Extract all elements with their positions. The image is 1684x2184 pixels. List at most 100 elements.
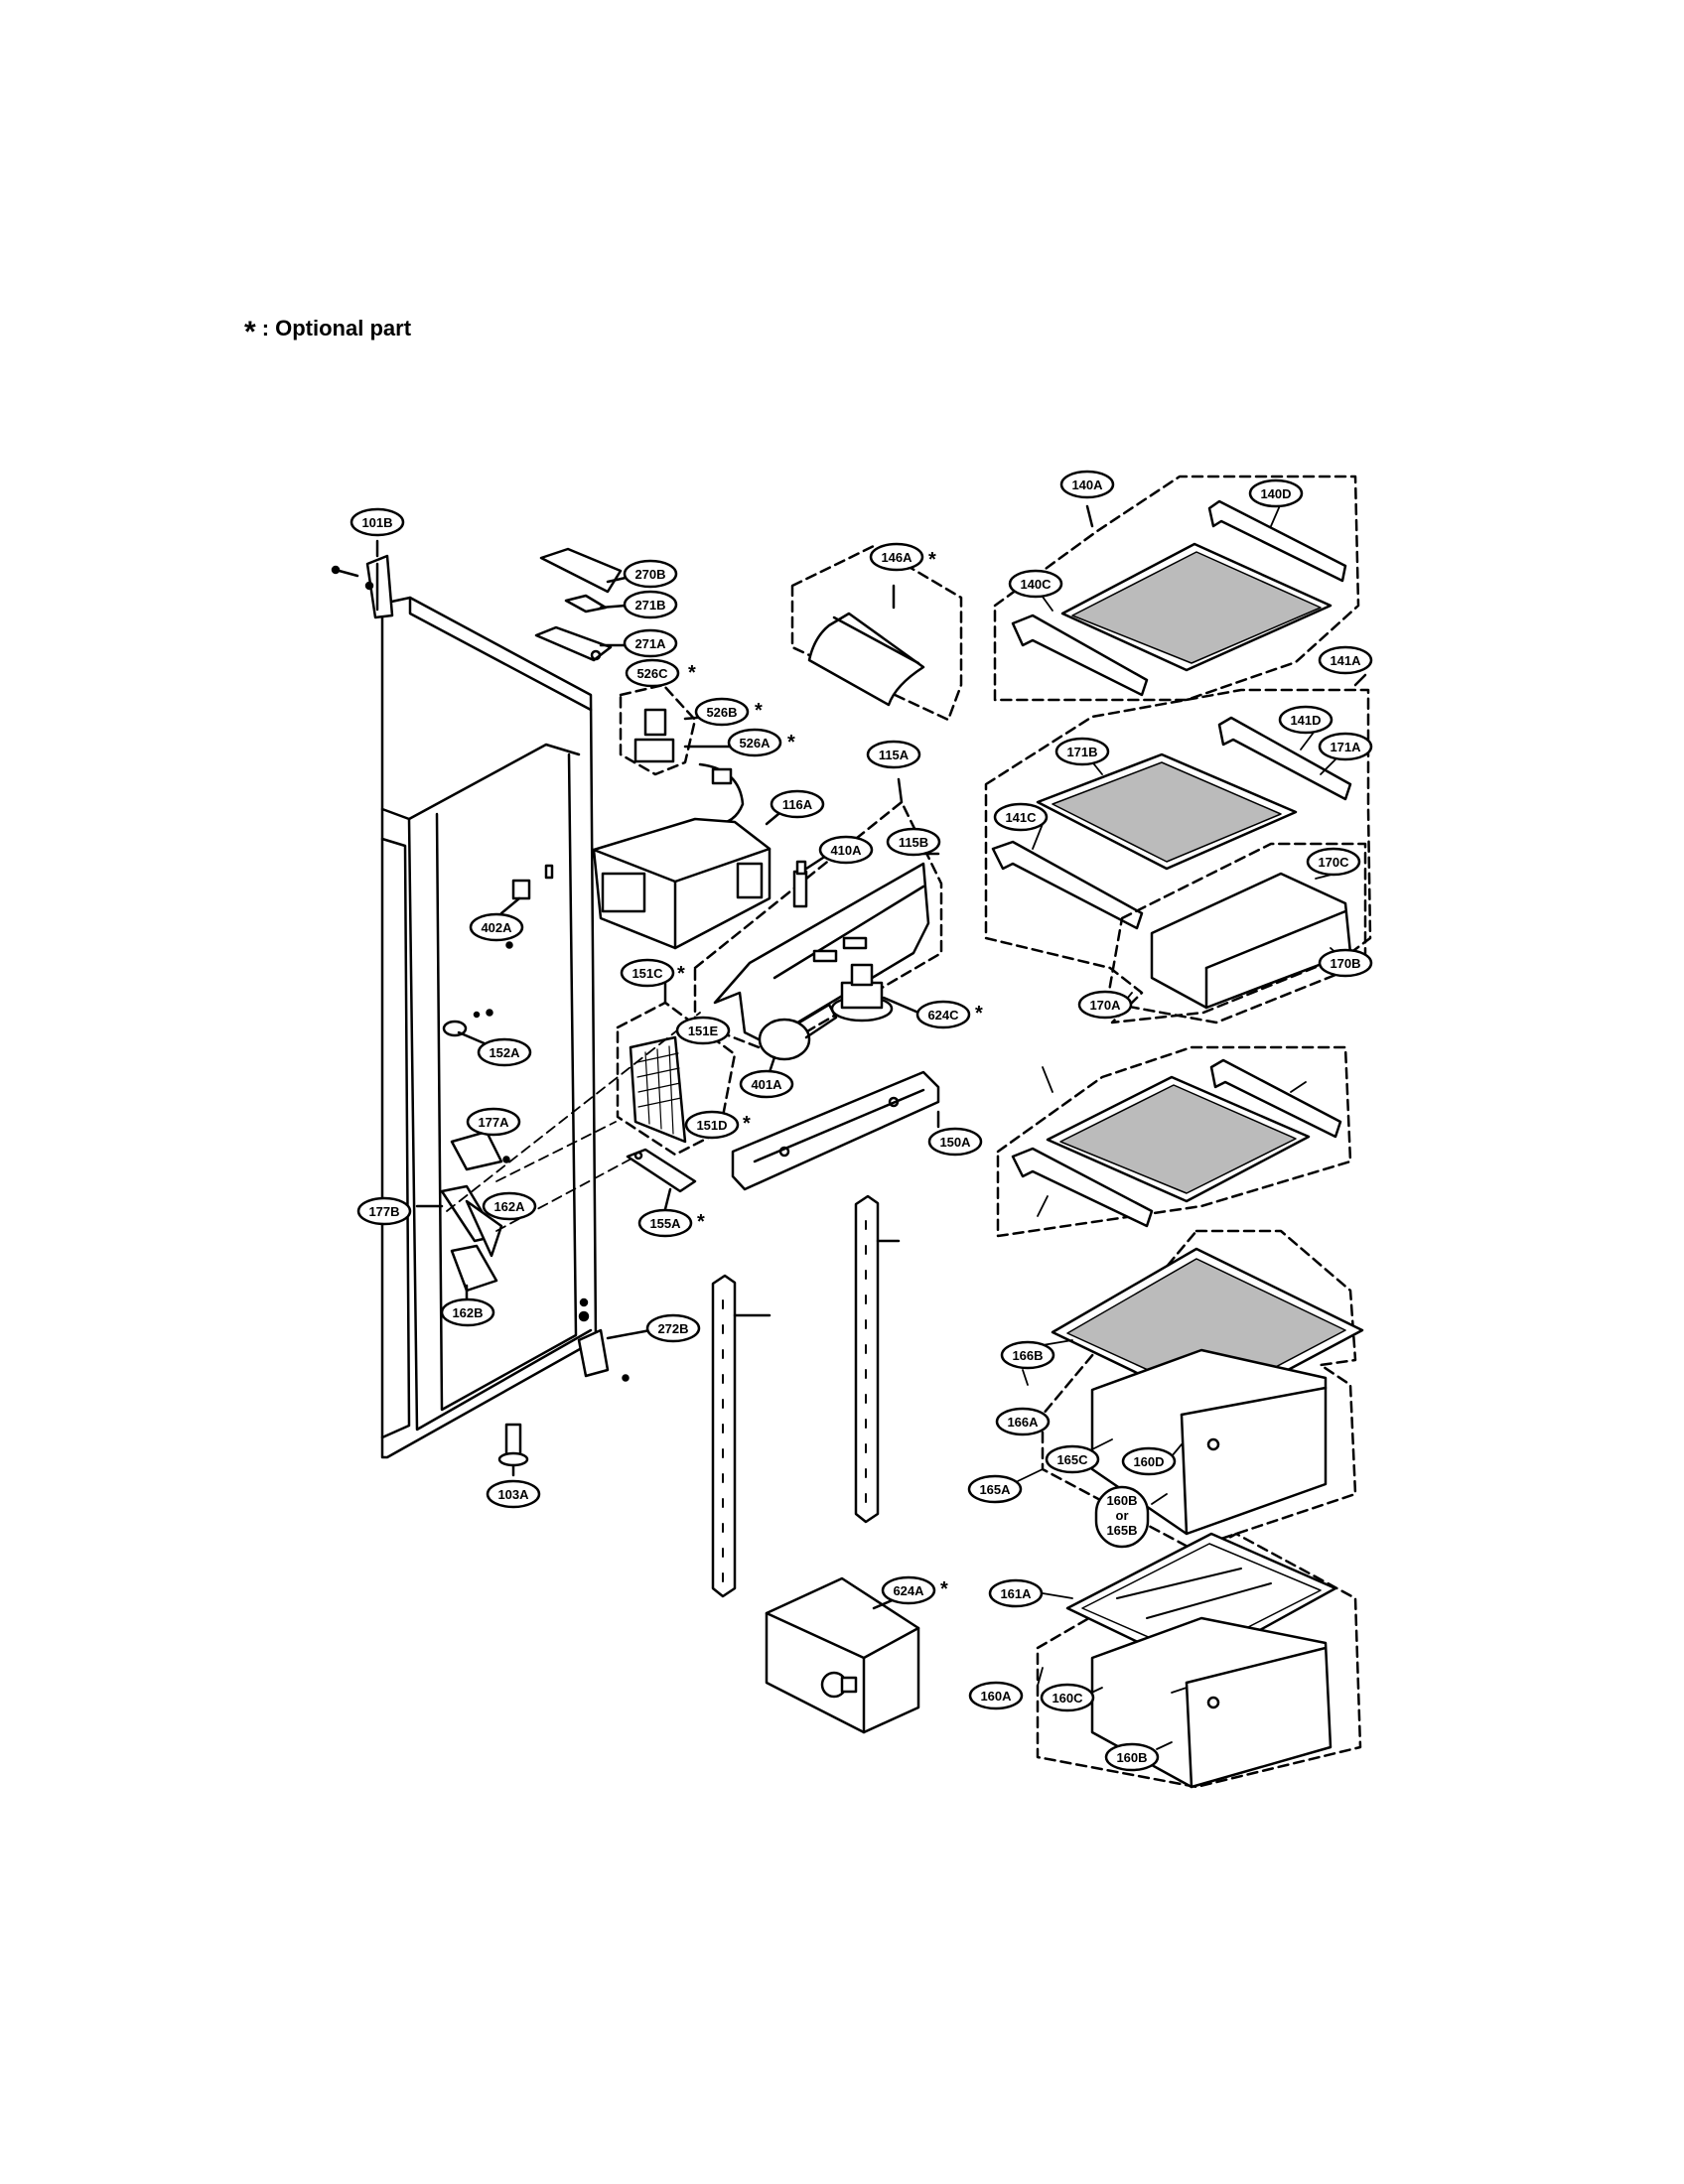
lamp-housing-116A (592, 807, 786, 950)
callout-oval (1045, 1444, 1100, 1474)
callout-oval (968, 1681, 1024, 1710)
callout-oval (1000, 1340, 1055, 1370)
callout-label: 410A (830, 843, 862, 858)
optional-star: * (787, 732, 795, 753)
callout-label: 162A (493, 1199, 525, 1214)
callout-label: 103A (497, 1487, 529, 1502)
callout-165c: 165C (1045, 1444, 1100, 1474)
callout-101b: 101B (350, 507, 405, 537)
optional-star: * (743, 1113, 751, 1135)
callout-label: 155A (649, 1216, 681, 1231)
module-624A (765, 1576, 920, 1734)
callout-label: 166B (1012, 1348, 1043, 1363)
shelf-assembly-140A-bottom (996, 1045, 1352, 1238)
callout-oval (1059, 470, 1115, 499)
callout-label: 624C (927, 1008, 959, 1023)
callout-170c: 170C (1306, 847, 1361, 877)
callout-oval (477, 1037, 532, 1067)
callout-label: 526B (706, 705, 737, 720)
callout-oval (995, 1407, 1051, 1436)
callout-141a: 141A (1318, 645, 1373, 675)
callout-label: 526C (636, 666, 668, 681)
callout-label: 152A (489, 1045, 520, 1060)
callout-label: 271B (634, 598, 665, 613)
callout-label: 151C (632, 966, 663, 981)
callout-170b: 170B (1318, 948, 1373, 978)
callout-label: 271A (634, 636, 666, 651)
lower-hinge-272B (577, 1328, 652, 1382)
callout-label: 272B (657, 1321, 688, 1336)
callout-label: 177B (368, 1204, 399, 1219)
callout-oval (1278, 705, 1333, 735)
callout-oval (1008, 569, 1063, 599)
bracket-402A (499, 864, 554, 915)
part-callouts: 101B 270B 271B 271A 526C * 526B * 526A * 146A * 140A… (350, 470, 1373, 1772)
callout-oval (915, 1000, 971, 1029)
callout-171b: 171B (1054, 737, 1110, 766)
callout-401a: 401A (739, 1069, 794, 1099)
shelf-assembly-141A (984, 673, 1372, 1024)
refrigerator-cabinet (380, 596, 598, 1459)
callout-177b: 177B (356, 1196, 412, 1226)
callout-label: 146A (881, 550, 912, 565)
rail-145A-left (711, 1274, 772, 1598)
callout-oval (645, 1313, 701, 1343)
callout-label: 401A (751, 1077, 782, 1092)
callout-170a: 170A (1077, 990, 1133, 1020)
callout-141c: 141C (993, 802, 1049, 832)
drawer-assembly-165A (1041, 1229, 1364, 1551)
callout-oval (675, 1016, 731, 1045)
callout-272b: 272B (645, 1313, 701, 1343)
bracket-177A (450, 1115, 510, 1171)
callout-label: 140C (1020, 577, 1052, 592)
optional-star: * (688, 662, 696, 684)
optional-part-legend: *: Optional part (244, 316, 411, 349)
shelf-support-162A (415, 1184, 518, 1302)
filter-assembly-151C (616, 981, 737, 1157)
callout-140d: 140D (1248, 478, 1304, 508)
callout-label: 115B (899, 835, 928, 850)
callout-oval (1318, 732, 1373, 761)
legend-text: : Optional part (261, 316, 412, 341)
callout-oval (469, 912, 524, 942)
callout-label: 177A (478, 1115, 509, 1130)
callout-label: 140D (1260, 486, 1291, 501)
optional-star: * (940, 1578, 948, 1600)
callout-oval (739, 1069, 794, 1099)
tray-146A (790, 544, 963, 722)
callout-160c: 160C (1040, 1683, 1095, 1712)
rail-145A-right (854, 1194, 901, 1524)
callout-oval (684, 1110, 740, 1140)
callout-label: 171B (1066, 745, 1097, 759)
handle-155A (626, 1148, 697, 1211)
callout-label-line: 165B (1106, 1523, 1137, 1538)
callout-label: 526A (739, 736, 771, 751)
callout-162b: 162B (440, 1297, 495, 1327)
callout-oval (694, 697, 750, 727)
leveling-leg-103A (497, 1423, 529, 1477)
callout-oval (1104, 1742, 1160, 1772)
callout-label-line: 160B (1106, 1493, 1137, 1508)
callout-270b: 270B (623, 559, 678, 589)
callout-161a: 161A (988, 1578, 1044, 1608)
callout-526c: 526C * (625, 658, 696, 688)
callout-oval (1318, 645, 1373, 675)
optional-star: * (975, 1003, 983, 1024)
callout-140a: 140A (1059, 470, 1115, 499)
callout-162a: 162A (482, 1191, 537, 1221)
callout-oval (1054, 737, 1110, 766)
callout-oval (466, 1107, 521, 1137)
optional-star: * (928, 549, 936, 571)
callout-oval (623, 590, 678, 619)
callout-label: 141C (1005, 810, 1037, 825)
callout-oval (927, 1127, 983, 1157)
callout-116a: 116A (770, 789, 825, 819)
callout-oval (1248, 478, 1304, 508)
bulb-410A (792, 854, 828, 908)
callout-151e: 151E (675, 1016, 731, 1045)
optional-star: * (697, 1211, 705, 1233)
callout-label: 162B (452, 1305, 483, 1320)
callout-label: 115A (879, 748, 910, 762)
